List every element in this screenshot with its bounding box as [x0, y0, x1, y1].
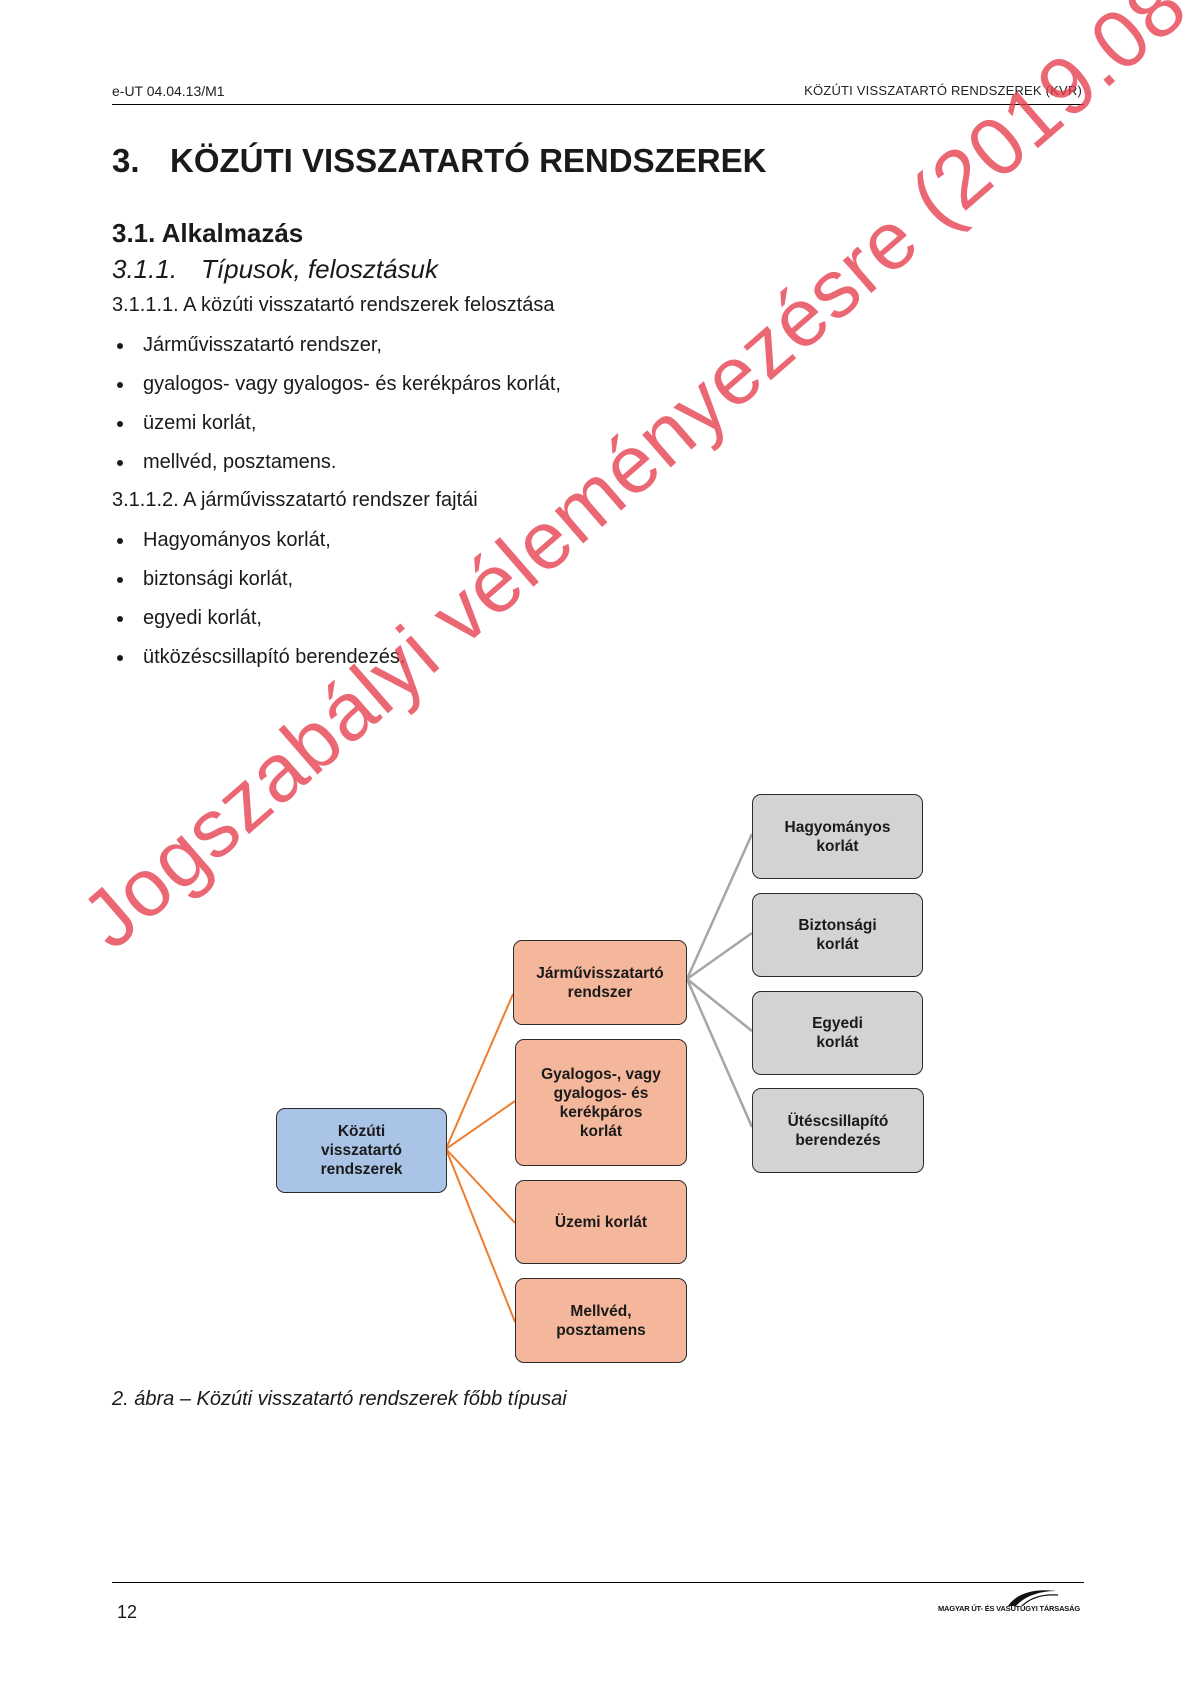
chapter-number: 3. — [112, 142, 140, 179]
connector-line — [445, 1148, 516, 1323]
connector-line — [686, 931, 753, 981]
list-item: mellvéd, posztamens. — [112, 450, 561, 489]
diagram-node-pedestrian-barrier: Gyalogos-, vagy gyalogos- és kerékpáros … — [515, 1039, 687, 1166]
figure-caption: 2. ábra – Közúti visszatartó rendszerek … — [112, 1388, 567, 1410]
diagram-node-crash-cushion: Ütéscsillapító berendezés — [752, 1088, 924, 1173]
header-doc-title: KÖZÚTI VISSZATARTÓ RENDSZEREK (KVR) — [804, 83, 1082, 98]
node-label: Hagyományos korlát — [784, 818, 891, 855]
road-swoosh-icon — [1008, 1590, 1059, 1607]
diagram-node-vehicle-restraint: Járművisszatartó rendszer — [513, 940, 687, 1025]
subsection-heading: 3.1.1. Típusok, felosztásuk — [112, 254, 438, 285]
page-number: 12 — [117, 1602, 138, 1622]
connector-line — [686, 978, 753, 1032]
list-item: Járművisszatartó rendszer, — [112, 333, 561, 372]
connector-line — [445, 1100, 516, 1150]
publisher-logo: MAGYAR ÚT- ÉS VASÚTÜGYI TÁRSASÁG — [938, 1588, 1086, 1624]
connector-line — [685, 833, 754, 980]
paragraph-heading-2: 3.1.1.2. A járművisszatartó rendszer faj… — [112, 489, 478, 511]
chapter-heading: 3. KÖZÚTI VISSZATARTÓ RENDSZEREK — [112, 142, 766, 180]
connector-line — [445, 993, 514, 1150]
bullet-list-2: Hagyományos korlát, biztonsági korlát, e… — [112, 528, 405, 684]
list-item: gyalogos- vagy gyalogos- és kerékpáros k… — [112, 372, 561, 411]
footer-rule — [112, 1582, 1084, 1583]
paragraph-heading-1: 3.1.1.1. A közúti visszatartó rendszerek… — [112, 294, 555, 316]
diagram-root-node: Közúti visszatartó rendszerek — [276, 1108, 447, 1193]
list-item: üzemi korlát, — [112, 411, 561, 450]
publisher-name: MAGYAR ÚT- ÉS VASÚTÜGYI TÁRSASÁG — [938, 1604, 1080, 1613]
list-item: Hagyományos korlát, — [112, 528, 405, 567]
subsection-title: Típusok, felosztásuk — [201, 254, 438, 284]
header-rule — [112, 104, 1084, 105]
node-label: Ütéscsillapító berendezés — [787, 1112, 889, 1149]
node-label: Járművisszatartó rendszer — [536, 964, 664, 1001]
list-item: biztonsági korlát, — [112, 567, 405, 606]
node-label: Gyalogos-, vagy gyalogos- és kerékpáros … — [541, 1065, 661, 1140]
diagram-node-custom-barrier: Egyedi korlát — [752, 991, 923, 1075]
section-heading: 3.1. Alkalmazás — [112, 218, 304, 248]
header-doc-code: e-UT 04.04.13/M1 — [112, 83, 225, 99]
diagram-node-traditional-barrier: Hagyományos korlát — [752, 794, 923, 879]
subsection-number: 3.1.1. — [112, 254, 178, 284]
diagram-node-safety-barrier: Biztonsági korlát — [752, 893, 923, 977]
gray-connectors — [685, 833, 754, 1128]
orange-connectors — [445, 993, 516, 1323]
list-item: egyedi korlát, — [112, 606, 405, 645]
diagram-node-parapet: Mellvéd, posztamens — [515, 1278, 687, 1363]
node-label: Biztonsági korlát — [798, 917, 877, 953]
node-label: Egyedi korlát — [812, 1015, 863, 1051]
node-label: Közúti visszatartó rendszerek — [320, 1123, 403, 1178]
connector-line — [685, 978, 754, 1128]
node-label: Üzemi korlát — [554, 1213, 648, 1231]
node-label: Mellvéd, posztamens — [556, 1302, 646, 1339]
connector-line — [445, 1148, 516, 1224]
chapter-title: KÖZÚTI VISSZATARTÓ RENDSZEREK — [170, 142, 767, 179]
diagram-node-service-barrier: Üzemi korlát — [515, 1180, 687, 1264]
list-item: ütközéscsillapító berendezés. — [112, 645, 405, 684]
bullet-list-1: Járművisszatartó rendszer, gyalogos- vag… — [112, 333, 561, 489]
